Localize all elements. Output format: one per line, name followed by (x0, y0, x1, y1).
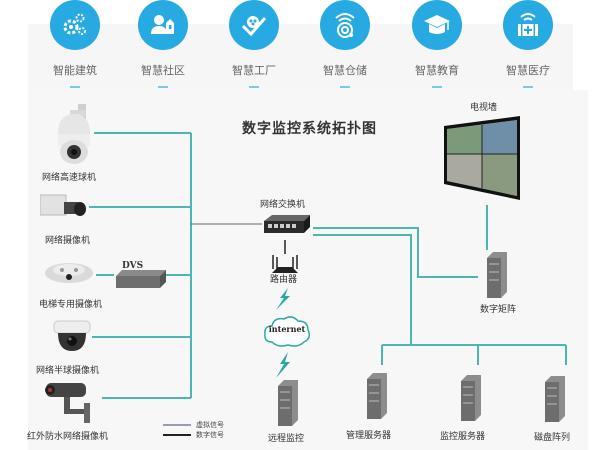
underline (523, 86, 533, 88)
cloud-icon (264, 316, 311, 347)
monitoring-server[interactable] (459, 375, 483, 425)
dome-camera-icon (53, 320, 91, 351)
legend-digital-line (163, 434, 191, 436)
dvs-label: DVS (122, 261, 144, 271)
switch-label: 网络交换机 (260, 200, 306, 210)
server-label: 管理服务器 (346, 431, 392, 441)
server-label: 监控服务器 (440, 432, 486, 442)
category-smart-medical[interactable]: 智慧医疗 (493, 0, 563, 88)
fisheye-camera-icon (45, 263, 93, 283)
internet-label: internet (268, 324, 306, 334)
server-tower-icon (545, 376, 565, 422)
category-smart-community[interactable]: 智慧社区 (128, 0, 198, 88)
legend-label: 数字信号 (196, 431, 224, 439)
server-label: 磁盘阵列 (534, 433, 571, 443)
legend-label: 虚拟信号 (196, 421, 224, 429)
category-label: 智能建筑 (53, 64, 97, 77)
dvs-device[interactable] (114, 270, 168, 294)
wire-switch-to-matrix (313, 227, 478, 278)
underline (249, 86, 259, 88)
medical-kit-icon (503, 0, 553, 50)
server-tower-icon (367, 373, 387, 419)
router[interactable] (270, 255, 300, 279)
speed-dome-camera-icon (58, 104, 90, 164)
tv-wall[interactable] (440, 116, 522, 204)
legend-virtual-line (163, 424, 191, 426)
category-label: 智慧仓储 (323, 64, 367, 77)
speed-dome-camera[interactable] (52, 104, 96, 170)
category-label: 智慧社区 (141, 64, 185, 77)
dvs-encoder-icon (116, 270, 166, 288)
category-label: 智慧医疗 (506, 64, 550, 77)
network-camera[interactable] (39, 193, 90, 227)
lightning-icon (276, 352, 290, 378)
category-smart-factory[interactable]: 智慧工厂 (219, 0, 289, 88)
server-tower-icon (278, 380, 298, 426)
category-smart-education[interactable]: 智慧教育 (402, 0, 472, 88)
camera-label: 网络摄像机 (45, 236, 91, 246)
gears-icon (50, 0, 100, 50)
elevator-camera[interactable] (44, 257, 94, 291)
router-label: 路由器 (270, 275, 298, 285)
camera-label: 电梯专用摄像机 (39, 300, 103, 310)
disk-array[interactable] (543, 376, 567, 426)
underline (158, 86, 168, 88)
matrix-label: 数字矩阵 (480, 305, 517, 315)
router-icon (272, 255, 298, 273)
underline (70, 86, 80, 88)
underline (340, 86, 350, 88)
category-smart-warehouse[interactable]: 智慧仓储 (310, 0, 380, 88)
network-switch[interactable] (262, 213, 312, 243)
digital-matrix[interactable] (485, 252, 509, 302)
server-label: 远程监控 (268, 434, 305, 444)
lightning-icon (276, 288, 290, 310)
diagram-title: 数字监控系统拓扑图 (242, 121, 377, 137)
factory-icon (229, 0, 279, 50)
internet-cloud[interactable]: internet (262, 312, 312, 354)
tv-screen-icon (444, 116, 520, 200)
wireless-warehouse-icon (320, 0, 370, 50)
bullet-camera-icon (45, 383, 90, 423)
category-smart-building[interactable]: 智能建筑 (40, 0, 110, 88)
half-dome-camera[interactable] (52, 319, 92, 357)
camera-label: 网络高速球机 (42, 173, 97, 183)
category-label: 智慧教育 (415, 64, 459, 77)
category-label: 智慧工厂 (232, 64, 276, 77)
remote-monitor-server[interactable] (276, 380, 300, 430)
community-icon (138, 0, 188, 50)
category-band (28, 24, 573, 90)
server-tower-icon (461, 375, 481, 421)
tv-wall-label: 电视墙 (470, 103, 498, 113)
graduation-cap-icon (412, 0, 462, 50)
infrared-camera[interactable] (44, 381, 94, 429)
camera-label: 网络半球摄像机 (36, 366, 100, 376)
camera-label: 红外防水网络摄像机 (27, 432, 109, 442)
switch-icon (264, 215, 310, 233)
underline (432, 86, 442, 88)
server-tower-icon (487, 252, 507, 298)
management-server[interactable] (365, 373, 389, 423)
wire-switch-to-servers (313, 234, 412, 345)
box-camera-icon (39, 194, 86, 216)
